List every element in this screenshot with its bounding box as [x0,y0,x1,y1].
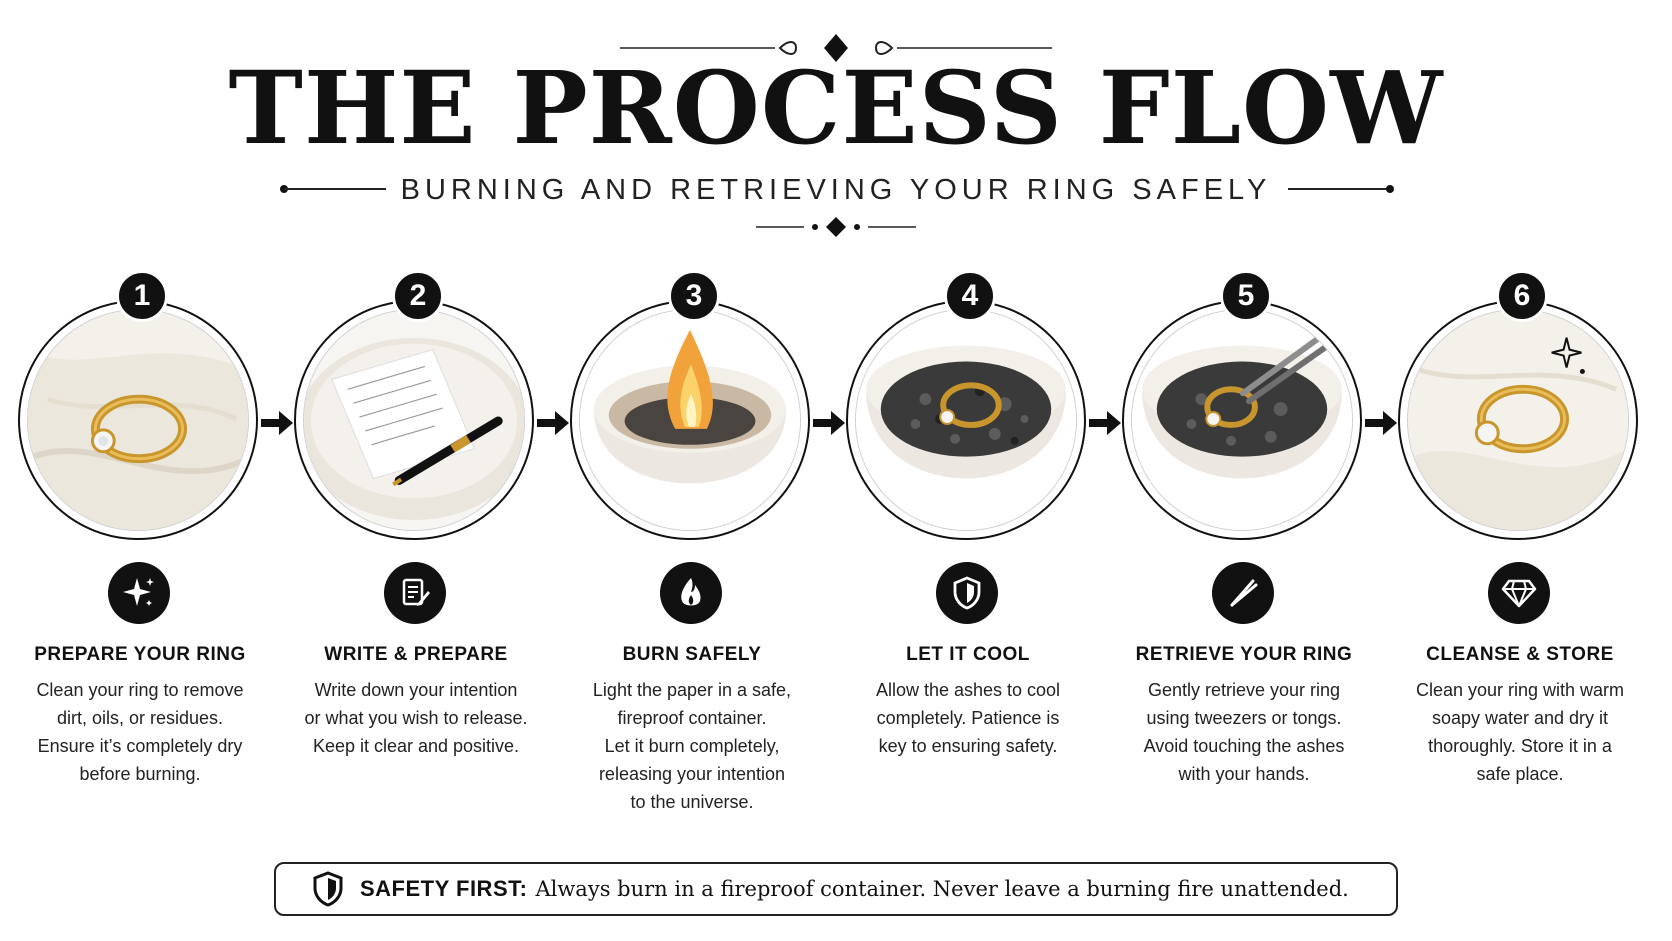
arrow-right-icon [813,411,845,435]
step-title: WRITE & PREPARE [324,644,508,665]
step-description: Write down your intention or what you wi… [304,680,528,756]
safety-text: Always burn in a fireproof container. Ne… [535,877,1349,901]
bottom-ornament [756,217,916,237]
step-title: BURN SAFELY [622,644,762,665]
tweezers-retrieving-ring-illustration [1132,310,1352,530]
step-1-image-frame [18,300,258,540]
clean-ring-on-cloth-illustration [1408,310,1628,530]
page-subtitle: BURNING AND RETRIEVING YOUR RING SAFELY [400,174,1272,206]
safety-label: SAFETY FIRST: [360,876,528,901]
safety-banner: SAFETY FIRST: Always burn in a fireproof… [274,862,1398,916]
paper-and-pen-illustration [304,310,524,530]
step-2-image-frame [294,300,534,540]
shield-icon [936,562,998,624]
step-description: Clean your ring with warm soapy water an… [1415,680,1625,784]
document-pen-icon [384,562,446,624]
step-title: CLEANSE & STORE [1426,644,1614,665]
shield-icon [313,871,343,907]
step-6-image-frame [1398,300,1638,540]
ring-on-cloth-illustration [28,310,248,530]
subtitle-row: BURNING AND RETRIEVING YOUR RING SAFELY [0,168,1672,212]
step-4-image-frame [846,300,1086,540]
step-title: RETRIEVE YOUR RING [1135,644,1353,665]
ring-in-ashes-illustration [856,310,1076,530]
step-description: Allow the ashes to cool completely. Pati… [875,680,1061,756]
tweezers-icon [1212,562,1274,624]
arrow-right-icon [537,411,569,435]
step-description: Light the paper in a safe, fireproof con… [592,680,792,812]
subtitle-rules [280,185,1394,193]
step-3-image-frame [570,300,810,540]
step-title: PREPARE YOUR RING [34,644,246,665]
burning-bowl-illustration [580,310,800,530]
step-number: 4 [944,270,996,322]
step-title: LET IT COOL [906,644,1030,665]
step-number: 3 [668,270,720,322]
step-5-image-frame [1122,300,1362,540]
step-number: 2 [392,270,444,322]
arrow-right-icon [261,411,293,435]
sparkle-icon [108,562,170,624]
flame-icon [660,562,722,624]
arrow-right-icon [1365,411,1397,435]
step-number: 5 [1220,270,1272,322]
step-number: 1 [116,270,168,322]
diamond-icon [1488,562,1550,624]
step-description: Clean your ring to remove dirt, oils, or… [36,680,244,784]
step-description: Gently retrieve your ring using tweezers… [1143,680,1345,784]
page-title: THE PROCESS FLOW [228,49,1444,167]
top-ornament [620,34,1052,62]
arrow-right-icon [1089,411,1121,435]
step-number: 6 [1496,270,1548,322]
